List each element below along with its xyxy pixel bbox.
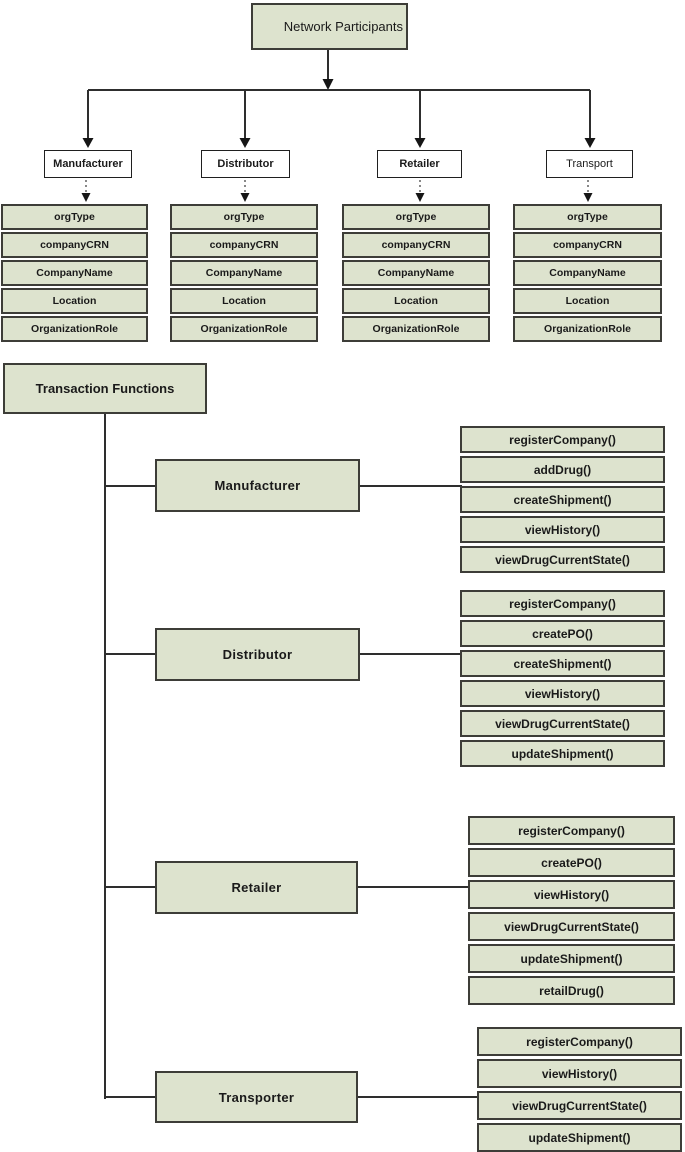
- function-cell: retailDrug(): [468, 976, 675, 1005]
- function-cell: updateShipment(): [477, 1123, 682, 1152]
- attribute-cell: orgType: [1, 204, 148, 230]
- attribute-cell: CompanyName: [170, 260, 318, 286]
- function-cell: registerCompany(): [460, 590, 665, 617]
- function-stack-retailer: registerCompany() createPO() viewHistory…: [468, 816, 675, 1005]
- function-cell: viewHistory(): [468, 880, 675, 909]
- network-participants-title: Network Participants: [251, 3, 408, 50]
- function-cell: createPO(): [460, 620, 665, 647]
- attribute-cell: Location: [342, 288, 490, 314]
- arrow-down-icon: [414, 138, 426, 148]
- attribute-cell: CompanyName: [1, 260, 148, 286]
- attribute-cell: orgType: [513, 204, 662, 230]
- function-cell: createShipment(): [460, 650, 665, 677]
- function-cell: registerCompany(): [477, 1027, 682, 1056]
- role-box-retailer: Retailer: [155, 861, 358, 914]
- arrow-down-icon: [240, 193, 250, 202]
- attribute-cell: OrganizationRole: [342, 316, 490, 342]
- function-cell: registerCompany(): [468, 816, 675, 845]
- attribute-cell: orgType: [170, 204, 318, 230]
- arrow-down-icon: [239, 138, 251, 148]
- participant-header-transport: Transport: [546, 150, 633, 178]
- attribute-cell: OrganizationRole: [513, 316, 662, 342]
- attribute-cell: companyCRN: [1, 232, 148, 258]
- role-box-distributor: Distributor: [155, 628, 360, 681]
- function-cell: viewHistory(): [477, 1059, 682, 1088]
- arrow-down-icon: [82, 138, 94, 148]
- attribute-cell: Location: [513, 288, 662, 314]
- attribute-cell: companyCRN: [342, 232, 490, 258]
- role-box-manufacturer: Manufacturer: [155, 459, 360, 512]
- function-cell: createShipment(): [460, 486, 665, 513]
- attribute-cell: OrganizationRole: [170, 316, 318, 342]
- arrow-down-icon: [322, 79, 334, 90]
- function-cell: viewHistory(): [460, 516, 665, 543]
- attribute-cell: Location: [170, 288, 318, 314]
- arrow-down-icon: [583, 193, 593, 202]
- transaction-functions-title: Transaction Functions: [3, 363, 207, 414]
- attribute-cell: companyCRN: [513, 232, 662, 258]
- function-cell: updateShipment(): [460, 740, 665, 767]
- attribute-stack-manufacturer: orgType companyCRN CompanyName Location …: [1, 204, 148, 342]
- function-cell: viewDrugCurrentState(): [468, 912, 675, 941]
- function-cell: viewDrugCurrentState(): [460, 546, 665, 573]
- function-cell: viewDrugCurrentState(): [460, 710, 665, 737]
- function-stack-distributor: registerCompany() createPO() createShipm…: [460, 590, 665, 767]
- attribute-stack-transport: orgType companyCRN CompanyName Location …: [513, 204, 662, 342]
- attribute-stack-retailer: orgType companyCRN CompanyName Location …: [342, 204, 490, 342]
- attribute-cell: OrganizationRole: [1, 316, 148, 342]
- arrow-down-icon: [415, 193, 425, 202]
- attribute-stack-distributor: orgType companyCRN CompanyName Location …: [170, 204, 318, 342]
- participant-header-distributor: Distributor: [201, 150, 290, 178]
- attribute-cell: orgType: [342, 204, 490, 230]
- function-cell: createPO(): [468, 848, 675, 877]
- attribute-cell: CompanyName: [342, 260, 490, 286]
- participant-header-manufacturer: Manufacturer: [44, 150, 132, 178]
- role-box-transporter: Transporter: [155, 1071, 358, 1123]
- function-stack-transporter: registerCompany() viewHistory() viewDrug…: [477, 1027, 682, 1152]
- function-cell: registerCompany(): [460, 426, 665, 453]
- attribute-cell: companyCRN: [170, 232, 318, 258]
- function-cell: updateShipment(): [468, 944, 675, 973]
- function-stack-manufacturer: registerCompany() addDrug() createShipme…: [460, 426, 665, 573]
- function-cell: viewHistory(): [460, 680, 665, 707]
- attribute-cell: CompanyName: [513, 260, 662, 286]
- function-cell: viewDrugCurrentState(): [477, 1091, 682, 1120]
- participant-header-retailer: Retailer: [377, 150, 462, 178]
- arrow-down-icon: [584, 138, 596, 148]
- function-cell: addDrug(): [460, 456, 665, 483]
- attribute-cell: Location: [1, 288, 148, 314]
- arrow-down-icon: [81, 193, 91, 202]
